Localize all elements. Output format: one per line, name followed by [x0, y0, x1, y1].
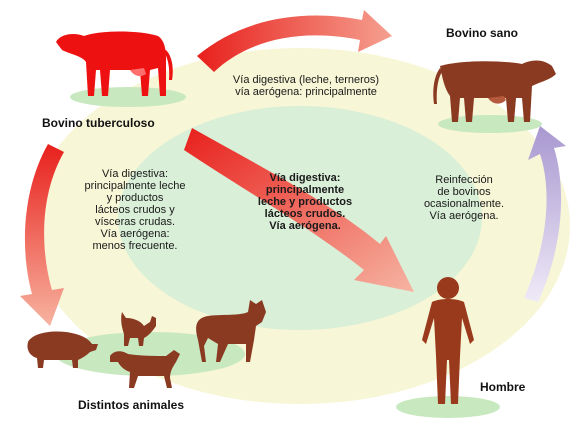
route-text-right: Reinfección de bovinos ocasionalmente. V… — [404, 174, 524, 222]
route-text-left-line-3: y productos — [60, 192, 210, 204]
route-text-top-line-2: vía aerógena: principalmente — [202, 86, 410, 98]
route-text-right-line-2: de bovinos — [404, 186, 524, 198]
route-text-center-line-3: leche y productos — [240, 196, 370, 208]
route-text-top: Vía digestiva (leche, terneros) vía aeró… — [202, 74, 410, 98]
route-text-right-line-3: ocasionalmente. — [404, 198, 524, 210]
label-bovino-tuberculoso: Bovino tuberculoso — [42, 116, 155, 130]
route-text-top-line-1: Vía digestiva (leche, terneros) — [202, 74, 410, 86]
route-text-center-line-1: Vía digestiva: — [240, 172, 370, 184]
route-text-left-line-4: lácteos crudos y — [60, 204, 210, 216]
label-hombre: Hombre — [480, 380, 525, 394]
route-text-center-line-4: lácteos crudos. — [240, 208, 370, 220]
ground-patch-sick-cow — [70, 87, 186, 107]
label-distintos-animales: Distintos animales — [78, 398, 184, 412]
label-bovino-sano: Bovino sano — [446, 26, 518, 40]
route-text-left-line-7: menos frecuente. — [60, 240, 210, 252]
route-text-center-line-5: Vía aerógena. — [240, 220, 370, 232]
route-text-right-line-1: Reinfección — [404, 174, 524, 186]
route-text-left-line-1: Vía digestiva: — [60, 168, 210, 180]
route-text-left-line-2: principalmente leche — [60, 180, 210, 192]
route-text-left: Vía digestiva: principalmente leche y pr… — [60, 168, 210, 252]
route-text-center-line-2: principalmente — [240, 184, 370, 196]
route-text-right-line-4: Vía aerógena. — [404, 210, 524, 222]
ground-patch-human — [396, 396, 500, 418]
route-text-left-line-6: Vía aerógena: — [60, 228, 210, 240]
route-text-center: Vía digestiva: principalmente leche y pr… — [240, 172, 370, 232]
route-text-left-line-5: vísceras crudas. — [60, 216, 210, 228]
